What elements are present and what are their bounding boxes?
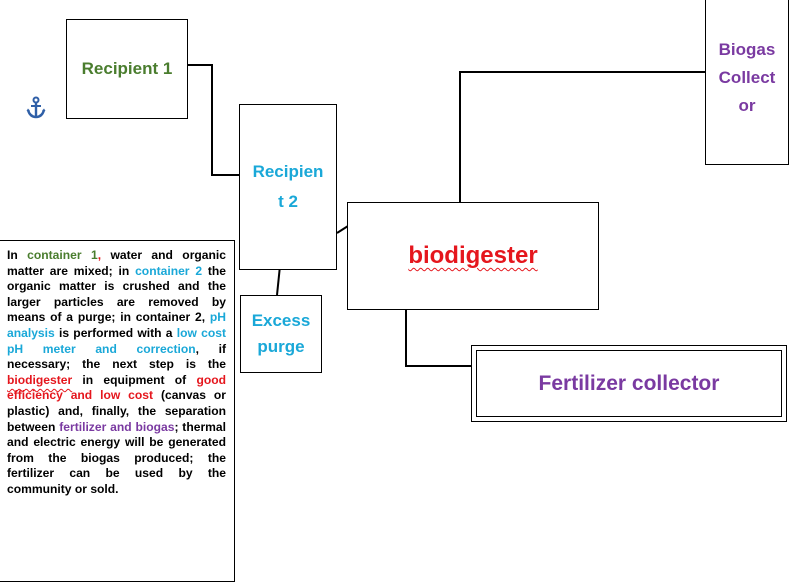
desc-text-8: ; thermal and electric energy will be ge… (7, 419, 226, 496)
biodigester-label: biodigester (408, 242, 538, 269)
desc-efficiency: good efficiency and low cost (7, 372, 226, 403)
biogas-collector-label-line-2: Collect (718, 68, 776, 87)
desc-fertilizer-biogas: fertilizer and biogas (59, 419, 175, 434)
recipient-2-label-line-1: Recipien (252, 162, 324, 181)
process-description: In container 1, water and organic matter… (0, 240, 235, 582)
excess-purge-node: Excess purge (240, 295, 322, 373)
recipient-1-node: Recipient 1 (66, 19, 188, 119)
desc-text-6: in equipment of (72, 372, 197, 387)
desc-ph-analysis: pH analysis (7, 310, 226, 340)
connector-biodigester-to-biogas (459, 71, 705, 202)
biogas-collector-label-line-1: Biogas (718, 40, 776, 59)
fertilizer-collector-label: Fertilizer collector (538, 371, 720, 395)
excess-purge-label: Excess purge (252, 308, 311, 360)
biogas-collector-label: Biogas Collect or (719, 36, 776, 120)
excess-purge-label-line-2: purge (257, 337, 305, 356)
fertilizer-collector-inner-frame: Fertilizer collector (476, 350, 782, 417)
desc-text-4: is performed with a (54, 325, 177, 340)
desc-text-2: water and organic matter are mixed; in (7, 248, 226, 278)
recipient-2-node: Recipien t 2 (239, 104, 337, 270)
connector-recipient1-to-recipient2 (188, 64, 239, 176)
desc-container-1: container 1 (27, 248, 98, 262)
desc-text-5: , if necessary; the next step is the (7, 341, 227, 372)
connector-biodigester-to-fertilizer (405, 310, 471, 367)
biogas-collector-label-line-3: or (738, 96, 756, 115)
recipient-1-label: Recipient 1 (81, 59, 173, 78)
excess-purge-label-line-1: Excess (251, 311, 311, 330)
desc-text-7: (canvas or plastic) and, finally, the se… (7, 388, 226, 434)
desc-text-3: the organic matter is crushed and the la… (7, 263, 226, 325)
desc-biodigester: biodigester (7, 372, 73, 387)
anchor-icon (24, 96, 48, 120)
desc-ph-meter: low cost pH meter and correction (7, 325, 226, 356)
desc-container-2: container 2 (135, 263, 203, 278)
desc-text-1: In (7, 248, 28, 262)
desc-comma: , (97, 248, 102, 262)
recipient-2-label-line-2: t 2 (278, 192, 298, 211)
fertilizer-collector-node: Fertilizer collector (471, 345, 787, 422)
recipient-2-label: Recipien t 2 (253, 157, 324, 217)
biogas-collector-node: Biogas Collect or (705, 0, 789, 165)
biodigester-node: biodigester (347, 202, 599, 310)
